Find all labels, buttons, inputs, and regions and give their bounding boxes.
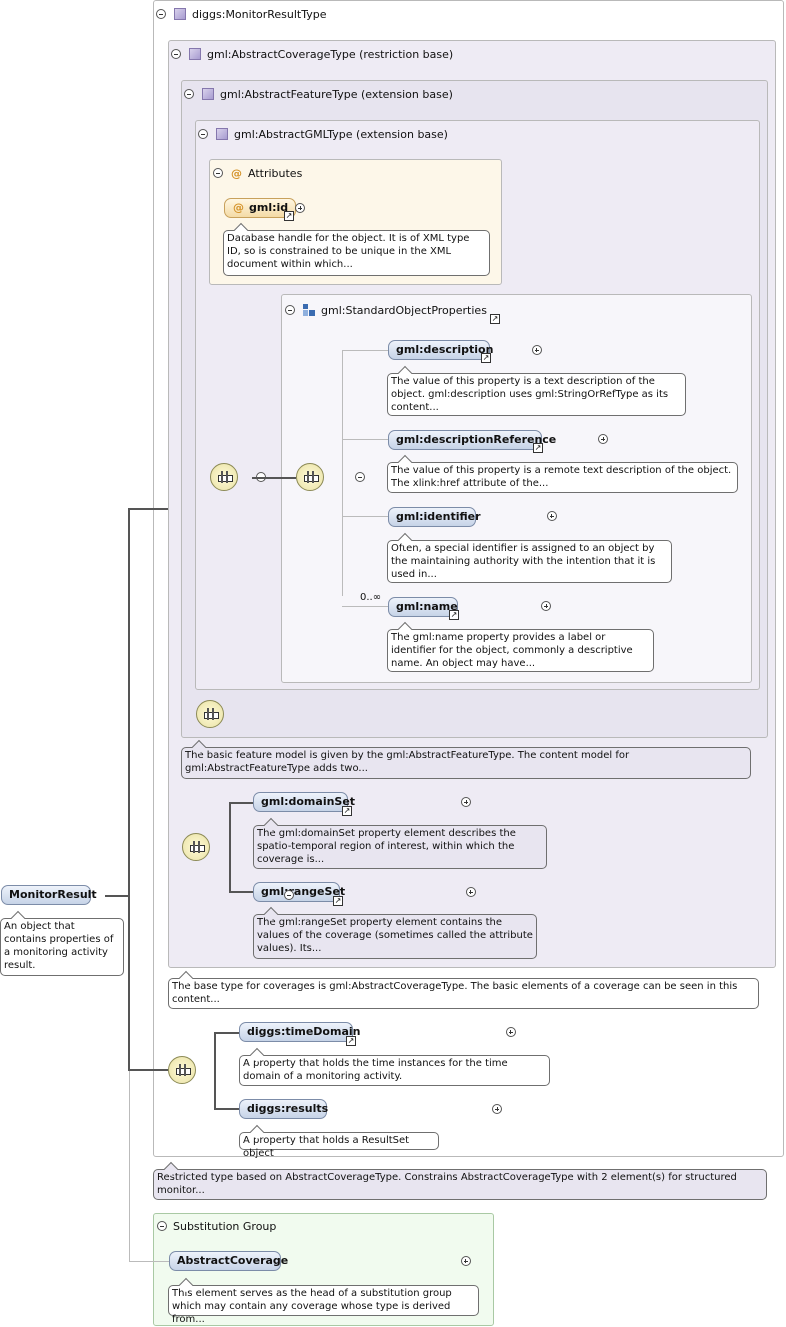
attribute-at-icon: @ [231, 166, 242, 180]
monitor-result-type-header[interactable]: diggs:MonitorResultType [156, 6, 327, 22]
collapse-icon[interactable] [184, 89, 194, 99]
abstract-coverage-element[interactable]: AbstractCoverage [169, 1251, 288, 1271]
complex-type-icon [216, 128, 228, 140]
gml-id-doc: Database handle for the object. It is of… [223, 230, 490, 276]
attributes-header[interactable]: @ Attributes [213, 165, 302, 181]
sequence-compositor-icon[interactable] [182, 833, 210, 861]
root-branch-substitution [129, 1261, 169, 1262]
external-link-arrow-icon[interactable]: ↗ [481, 353, 491, 363]
external-link-arrow-icon[interactable]: ↗ [333, 896, 343, 906]
sequence-compositor-icon[interactable] [296, 463, 324, 491]
monitor-result-root-element[interactable]: MonitorResult [1, 885, 97, 905]
connector-line [252, 477, 296, 479]
gml-range-set-element[interactable]: gml:rangeSet [253, 882, 345, 902]
expand-plus-icon[interactable] [461, 797, 471, 807]
feature-type-doc: The basic feature model is given by the … [181, 747, 751, 779]
tree-line [229, 802, 231, 893]
attribute-at-icon: @ [233, 201, 244, 214]
gml-identifier-element[interactable]: gml:identifier [388, 507, 481, 527]
collapse-icon[interactable] [285, 305, 295, 315]
substitution-group-label: Substitution Group [173, 1219, 277, 1233]
expand-plus-icon[interactable] [465, 887, 476, 897]
root-trunk [128, 508, 130, 1071]
gml-description-reference-element[interactable]: gml:descriptionReference [388, 430, 556, 450]
expand-plus-icon[interactable] [505, 1027, 516, 1037]
tree-branch [214, 1032, 239, 1034]
feature-type-header[interactable]: gml:AbstractFeatureType (extension base) [184, 86, 453, 102]
collapse-icon[interactable] [355, 472, 365, 482]
sequence-compositor-icon[interactable] [196, 700, 224, 728]
external-link-arrow-icon[interactable]: ↗ [284, 211, 294, 221]
group-reference-icon [303, 304, 315, 316]
coverage-type-header[interactable]: gml:AbstractCoverageType (restriction ba… [171, 46, 453, 62]
external-link-arrow-icon[interactable]: ↗ [346, 1036, 356, 1046]
external-link-arrow-icon[interactable]: ↗ [449, 610, 459, 620]
collapse-icon[interactable] [157, 1221, 167, 1231]
gml-type-header[interactable]: gml:AbstractGMLType (extension base) [198, 126, 448, 142]
gml-description-element[interactable]: gml:description [388, 340, 493, 360]
diggs-results-doc: A property that holds a ResultSet object [239, 1132, 439, 1159]
diggs-time-domain-element[interactable]: diggs:timeDomain [239, 1022, 360, 1042]
standard-properties-header[interactable]: gml:StandardObjectProperties [285, 302, 487, 318]
cardinality-label: 0..∞ [360, 592, 382, 603]
expand-plus-icon[interactable] [492, 1104, 502, 1114]
gml-description-reference-doc: The value of this property is a remote t… [387, 462, 738, 493]
complex-type-icon [174, 8, 186, 20]
complex-type-icon [189, 48, 201, 60]
sequence-compositor-icon[interactable] [168, 1056, 196, 1084]
tree-branch [214, 1108, 239, 1110]
gml-name-element[interactable]: gml:name [388, 597, 458, 617]
root-branch-substitution [129, 1071, 130, 1261]
collapse-icon[interactable] [213, 168, 223, 178]
external-link-arrow-icon[interactable]: ↗ [533, 443, 543, 453]
tree-line [342, 350, 343, 362]
tree-branch [342, 350, 388, 351]
diggs-results-element[interactable]: diggs:results [239, 1099, 328, 1119]
gml-description-doc: The value of this property is a text des… [387, 373, 686, 416]
complex-type-icon [202, 88, 214, 100]
abstract-coverage-doc: This element serves as the head of a sub… [168, 1285, 479, 1325]
tree-branch [342, 439, 388, 440]
diggs-time-domain-doc: A property that holds the time instances… [239, 1055, 550, 1086]
monitor-result-type-label: diggs:MonitorResultType [192, 7, 327, 21]
tree-line [342, 360, 343, 596]
gml-identifier-doc: Often, a special identifier is assigned … [387, 540, 672, 583]
expand-plus-icon[interactable] [460, 1256, 471, 1266]
attributes-label: Attributes [248, 166, 303, 180]
gml-name-doc: The gml:name property provides a label o… [387, 629, 654, 672]
tree-branch [342, 606, 388, 607]
monitor-result-type-doc: Restricted type based on AbstractCoverag… [153, 1169, 767, 1200]
collapse-icon[interactable] [156, 9, 166, 19]
tree-branch [342, 516, 388, 517]
gml-id-label: gml:id [249, 201, 289, 214]
external-link-arrow-icon[interactable]: ↗ [342, 806, 352, 816]
tree-branch [229, 891, 253, 893]
tree-branch [229, 802, 253, 804]
substitution-group-header[interactable]: Substitution Group [157, 1218, 276, 1234]
gml-domain-set-doc: The gml:domainSet property element descr… [253, 825, 547, 869]
sequence-compositor-icon[interactable] [210, 463, 238, 491]
monitor-result-root-doc: An object that contains properties of a … [0, 918, 124, 976]
collapse-icon[interactable] [198, 129, 208, 139]
coverage-type-label: gml:AbstractCoverageType (restriction ba… [207, 47, 454, 61]
external-link-arrow-icon[interactable]: ↗ [490, 314, 500, 324]
coverage-type-doc: The base type for coverages is gml:Abstr… [168, 978, 759, 1009]
gml-range-set-doc: The gml:rangeSet property element contai… [253, 914, 537, 959]
collapse-icon[interactable] [284, 890, 294, 900]
standard-properties-label: gml:StandardObjectProperties [321, 303, 487, 317]
expand-plus-icon[interactable] [541, 601, 551, 611]
gml-id-attribute[interactable]: @ gml:id [224, 198, 296, 218]
gml-domain-set-element[interactable]: gml:domainSet [253, 792, 355, 812]
expand-plus-icon[interactable] [295, 203, 305, 213]
collapse-icon[interactable] [171, 49, 181, 59]
root-connector [105, 895, 129, 897]
root-branch-type [128, 508, 168, 510]
gml-type-label: gml:AbstractGMLType (extension base) [234, 127, 448, 141]
expand-plus-icon[interactable] [546, 511, 557, 521]
tree-line [214, 1032, 216, 1110]
expand-plus-icon[interactable] [531, 345, 542, 355]
feature-type-label: gml:AbstractFeatureType (extension base) [220, 87, 453, 101]
expand-plus-icon[interactable] [598, 434, 608, 444]
root-branch-sequence [128, 1069, 168, 1071]
